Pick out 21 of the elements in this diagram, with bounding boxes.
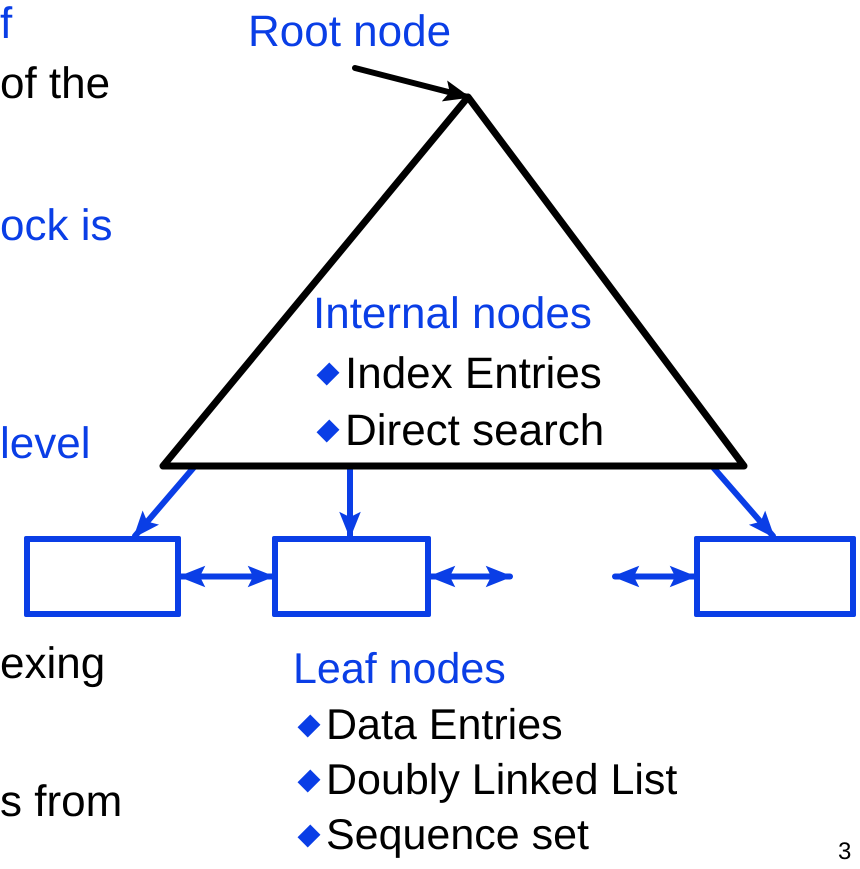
slide-text: of the (0, 62, 110, 106)
arrow (612, 566, 697, 588)
node-label: Root node (248, 10, 452, 54)
slide-text: level (0, 422, 90, 466)
slide-text: ock is (0, 204, 112, 248)
bullet-text: Doubly Linked List (326, 759, 678, 802)
bullet-text: Index Entries (345, 352, 602, 396)
arrow (178, 566, 275, 588)
bullet-text: Data Entries (326, 704, 563, 747)
node-heading: Internal nodes (313, 292, 592, 336)
slide-text: exing (0, 642, 106, 686)
leaf-heading: Leaf nodes (293, 648, 506, 691)
bullet-text: Direct search (345, 409, 604, 453)
page-number: 3 (838, 840, 852, 864)
leaf-node-box (24, 536, 181, 617)
leaf-node-box (694, 536, 856, 617)
arrow (428, 566, 513, 588)
slide-text: s from (0, 780, 122, 824)
leaf-node-box (272, 536, 431, 617)
bullet-text: Sequence set (326, 814, 589, 857)
slide-text: f (0, 2, 12, 46)
